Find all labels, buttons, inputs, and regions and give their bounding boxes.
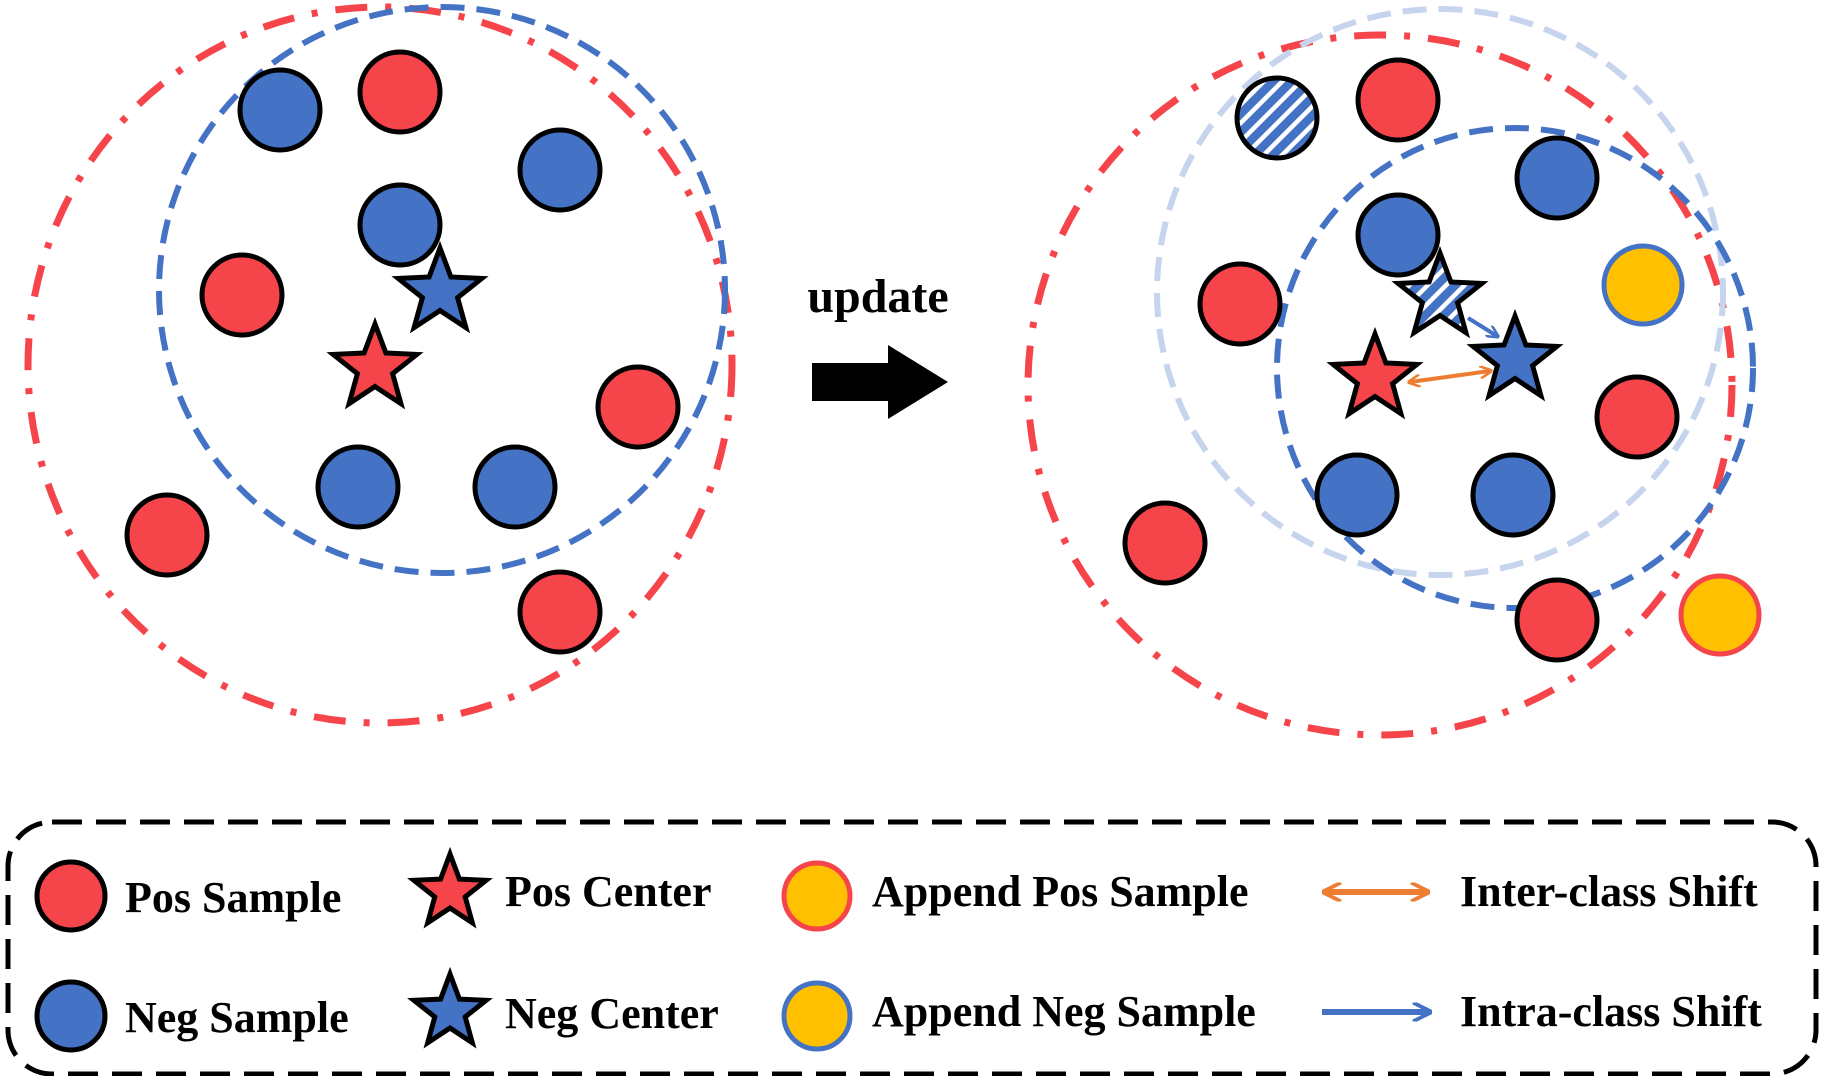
before-update-panel (24, 3, 736, 727)
intra-class-shift-label: Intra-class Shift (1460, 987, 1762, 1036)
append-pos-sample-swatch (781, 860, 853, 932)
legend-item-neg-sample: Neg Sample (34, 979, 349, 1053)
update-arrow-icon (812, 345, 948, 419)
append-pos-sample-label: Append Pos Sample (872, 867, 1249, 916)
pos-sample (199, 252, 285, 338)
pos-sample (1197, 261, 1283, 347)
append-neg-sample (1601, 243, 1685, 327)
pos-center-label: Pos Center (505, 867, 712, 916)
pos-sample-swatch (34, 859, 108, 933)
legend-item-neg-center: Neg Center (407, 966, 719, 1049)
neg-sample (1314, 452, 1400, 538)
neg-class-boundary (1274, 125, 1756, 611)
legend-item-pos-sample: Pos Sample (34, 859, 341, 933)
pos-center-star (1326, 326, 1424, 420)
after-update-panel (1024, 6, 1762, 739)
pos-sample (357, 49, 443, 135)
legend-item-append-neg-sample: Append Neg Sample (781, 980, 1256, 1052)
neg-sample (1355, 192, 1441, 278)
pos-center-swatch-star (407, 846, 493, 929)
previous-neg-center-star (1391, 245, 1489, 339)
legend-item-inter-class-shift: Inter-class Shift (1326, 867, 1758, 916)
pos-sample (124, 492, 210, 578)
neg-center-swatch-star (407, 966, 493, 1049)
pos-sample (1594, 374, 1680, 460)
neg-sample-label: Neg Sample (125, 993, 349, 1042)
append-neg-sample-swatch (781, 980, 853, 1052)
append-neg-sample-label: Append Neg Sample (872, 987, 1256, 1036)
neg-sample (357, 182, 443, 268)
pos-sample (595, 364, 681, 450)
pos-class-boundary (24, 3, 736, 727)
neg-sample-swatch (34, 979, 108, 1053)
update-transition: update (807, 270, 949, 419)
neg-sample (1514, 135, 1600, 221)
legend-frame (5, 819, 1819, 1076)
update-label: update (807, 270, 948, 323)
legend-item-pos-center: Pos Center (407, 846, 712, 929)
legend-item-append-pos-sample: Append Pos Sample (781, 860, 1249, 932)
neg-sample (315, 444, 401, 530)
previous-neg-class-boundary (1154, 6, 1726, 578)
neg-center-star (1466, 308, 1564, 402)
removed-neg-sample (1234, 75, 1320, 161)
neg-class-boundary (156, 4, 728, 576)
legend-item-intra-class-shift: Intra-class Shift (1322, 987, 1762, 1036)
pos-class-boundary (1024, 31, 1736, 739)
neg-sample (1470, 452, 1556, 538)
pos-center-star (326, 316, 424, 410)
legend: Pos Sample Neg Sample Pos Center Neg Cen… (5, 819, 1819, 1076)
neg-sample (237, 67, 323, 153)
intra-class-shift-arrow (1466, 316, 1497, 336)
append-pos-sample (1678, 573, 1762, 657)
neg-center-label: Neg Center (505, 989, 719, 1038)
neg-center-star (391, 240, 489, 334)
neg-sample (517, 127, 603, 213)
pos-sample (1122, 500, 1208, 586)
inter-class-shift-arrow (1410, 371, 1490, 382)
pos-sample-label: Pos Sample (125, 873, 341, 922)
pos-sample (1355, 57, 1441, 143)
neg-sample (472, 444, 558, 530)
pos-sample (1514, 577, 1600, 663)
inter-class-shift-label: Inter-class Shift (1460, 867, 1758, 916)
pos-sample (517, 569, 603, 655)
